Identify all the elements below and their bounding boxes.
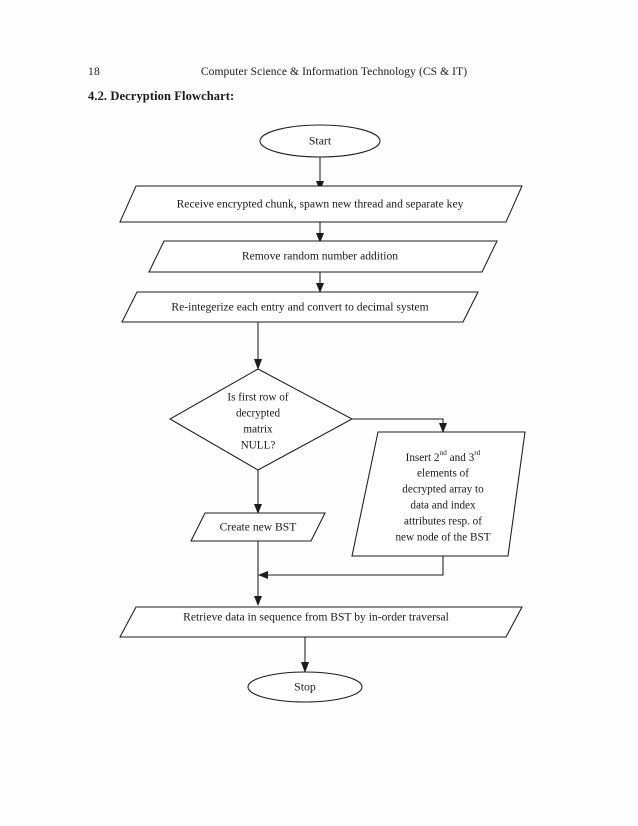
flow-node-retrieve[interactable]: Retrieve data in sequence from BST by in… — [119, 606, 523, 638]
connector-receive-to-remove — [316, 222, 324, 243]
flow-node-stop[interactable]: Stop — [247, 671, 363, 703]
flow-node-insert-line-5: attributes resp. of — [404, 516, 482, 528]
flow-node-insert[interactable]: Insert 2nd and 3rd elements of decrypted… — [351, 431, 526, 557]
connector-decision-to-insert — [352, 418, 447, 433]
section-title: 4.2. Decryption Flowchart: — [88, 89, 235, 103]
flow-node-create-bst-label: Create new BST — [220, 521, 297, 534]
flow-node-insert-line-2: elements of — [417, 468, 469, 480]
flow-node-insert-line-4: data and index — [410, 500, 476, 512]
flow-node-decision-line-1: Is first row of — [227, 392, 288, 404]
flow-node-reintegerize-label: Re-integerize each entry and convert to … — [171, 301, 428, 314]
connector-insert-to-merge — [258, 556, 444, 579]
flow-node-start[interactable]: Start — [259, 124, 381, 158]
running-head: Computer Science & Information Technolog… — [200, 66, 468, 78]
page-header: 18 Computer Science & Information Techno… — [88, 64, 550, 80]
flow-node-receive-label: Receive encrypted chunk, spawn new threa… — [177, 198, 464, 211]
flow-node-remove-random-label: Remove random number addition — [242, 250, 398, 263]
connector-merge-to-retrieve — [254, 596, 262, 606]
insert-sup-rd: rd — [474, 448, 480, 457]
flow-node-decision-line-3: matrix — [243, 424, 273, 436]
connector-decision-to-create-bst — [254, 470, 262, 514]
insert-part-b: and 3 — [447, 452, 475, 464]
flow-node-stop-label: Stop — [294, 680, 316, 694]
flow-node-decision-line-4: NULL? — [241, 440, 276, 452]
flow-node-decision[interactable]: Is first row of decrypted matrix NULL? — [168, 368, 354, 471]
connector-reintegerize-to-decision — [254, 322, 262, 370]
connector-remove-to-reintegerize — [316, 272, 324, 293]
insert-part-a: Insert 2 — [406, 452, 440, 464]
flow-node-create-bst[interactable]: Create new BST — [190, 512, 326, 542]
flow-node-start-label: Start — [309, 134, 332, 148]
flow-node-insert-line-6: new node of the BST — [395, 532, 490, 544]
flow-node-remove-random[interactable]: Remove random number addition — [148, 240, 498, 273]
connector-retrieve-to-stop — [301, 637, 309, 673]
flow-node-insert-line-3: decrypted array to — [402, 484, 484, 496]
flow-node-decision-line-2: decrypted — [236, 408, 281, 420]
insert-sup-nd: nd — [439, 448, 447, 457]
flow-node-receive[interactable]: Receive encrypted chunk, spawn new threa… — [119, 185, 523, 223]
flow-node-reintegerize[interactable]: Re-integerize each entry and convert to … — [121, 291, 479, 323]
page-number: 18 — [88, 66, 100, 78]
flow-node-insert-line-1: Insert 2nd and 3rd — [406, 448, 481, 463]
flow-node-retrieve-label: Retrieve data in sequence from BST by in… — [183, 611, 449, 624]
